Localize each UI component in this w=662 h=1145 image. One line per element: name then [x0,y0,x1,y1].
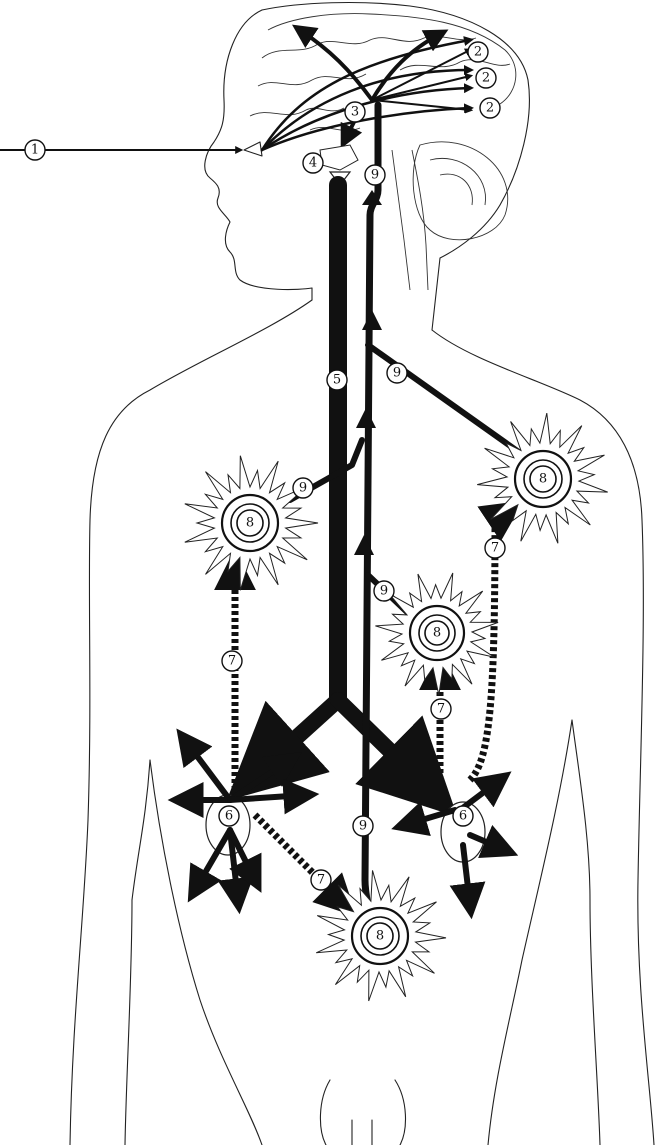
svg-text:9: 9 [393,366,401,381]
svg-text:2: 2 [474,45,482,60]
label-7-right-upper: 7 [485,538,505,558]
svg-text:7: 7 [491,541,499,556]
label-7-left: 7 [222,651,242,671]
label-9-left: 9 [293,478,313,498]
svg-text:9: 9 [299,481,307,496]
svg-text:4: 4 [309,156,317,171]
label-2b: 2 [476,68,496,88]
svg-text:2: 2 [482,71,490,86]
svg-text:7: 7 [228,654,236,669]
nerve-pathway [290,105,530,910]
adrenal-right [405,780,505,905]
svg-text:3: 3 [351,105,359,120]
label-8: 8 [539,472,547,487]
target-organ-bottom: 8 [316,870,446,1001]
svg-text:7: 7 [317,873,325,888]
label-7-bottom: 7 [311,870,331,890]
label-5: 5 [327,370,347,390]
adrenal-left [182,740,305,900]
label-6-right: 6 [453,806,473,826]
svg-text:6: 6 [225,809,233,824]
svg-text:9: 9 [371,168,379,183]
svg-text:1: 1 [31,143,39,158]
label-8: 8 [376,929,384,944]
eye-icon [244,142,262,156]
svg-text:6: 6 [459,809,467,824]
svg-text:7: 7 [437,702,445,717]
label-9-right: 9 [387,363,407,383]
label-3: 3 [345,102,365,122]
svg-text:9: 9 [359,819,367,834]
svg-text:2: 2 [486,101,494,116]
svg-text:5: 5 [333,373,341,388]
label-7-middle: 7 [431,699,451,719]
label-9-middle: 9 [374,581,394,601]
target-organ-left: 8 [185,456,318,591]
label-8: 8 [246,516,254,531]
label-9-bottom: 9 [353,816,373,836]
label-8: 8 [433,626,441,641]
label-2a: 2 [468,42,488,62]
svg-text:9: 9 [380,584,388,599]
label-1: 1 [25,140,45,160]
label-2c: 2 [480,98,500,118]
label-4: 4 [303,153,323,173]
label-9-top: 9 [365,165,385,185]
label-6-left: 6 [219,806,239,826]
cortical-arrows [262,30,470,150]
